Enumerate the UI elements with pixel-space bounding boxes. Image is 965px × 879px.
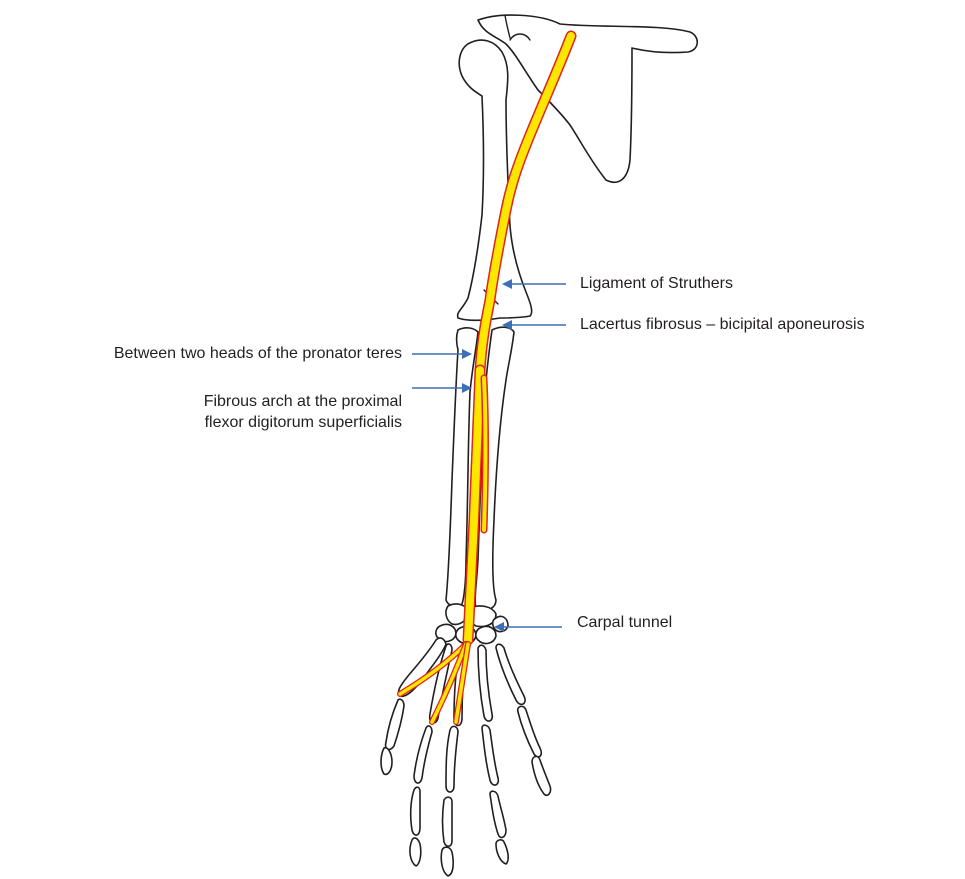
scapula xyxy=(478,15,697,182)
label-lacertus: Lacertus fibrosus – bicipital aponeurosi… xyxy=(580,315,865,335)
label-pronator: Between two heads of the pronator teres xyxy=(10,344,402,364)
label-carpal-tunnel: Carpal tunnel xyxy=(577,613,672,633)
label-struthers: Ligament of Struthers xyxy=(580,274,733,294)
label-fibrous-arch-line2: flexor digitorum superficialis xyxy=(10,413,402,433)
label-fibrous-arch-line1: Fibrous arch at the proximal xyxy=(10,392,402,412)
